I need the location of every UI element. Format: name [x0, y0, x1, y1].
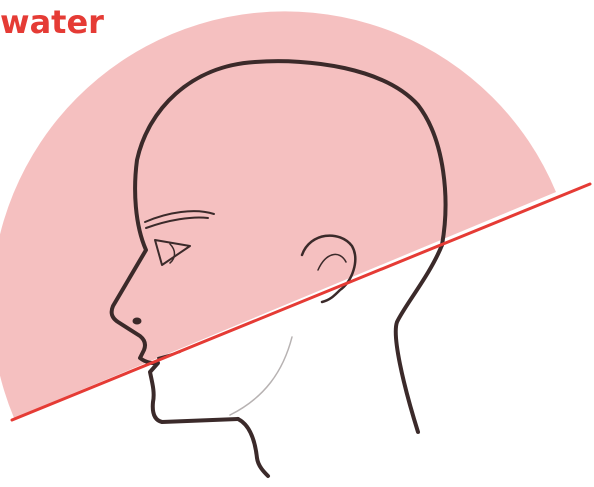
jaw-line [230, 337, 292, 415]
nostril [133, 318, 142, 325]
water-region [0, 11, 556, 418]
water-label: water [0, 2, 104, 42]
neck-back [396, 245, 442, 432]
neck-front [238, 419, 268, 476]
